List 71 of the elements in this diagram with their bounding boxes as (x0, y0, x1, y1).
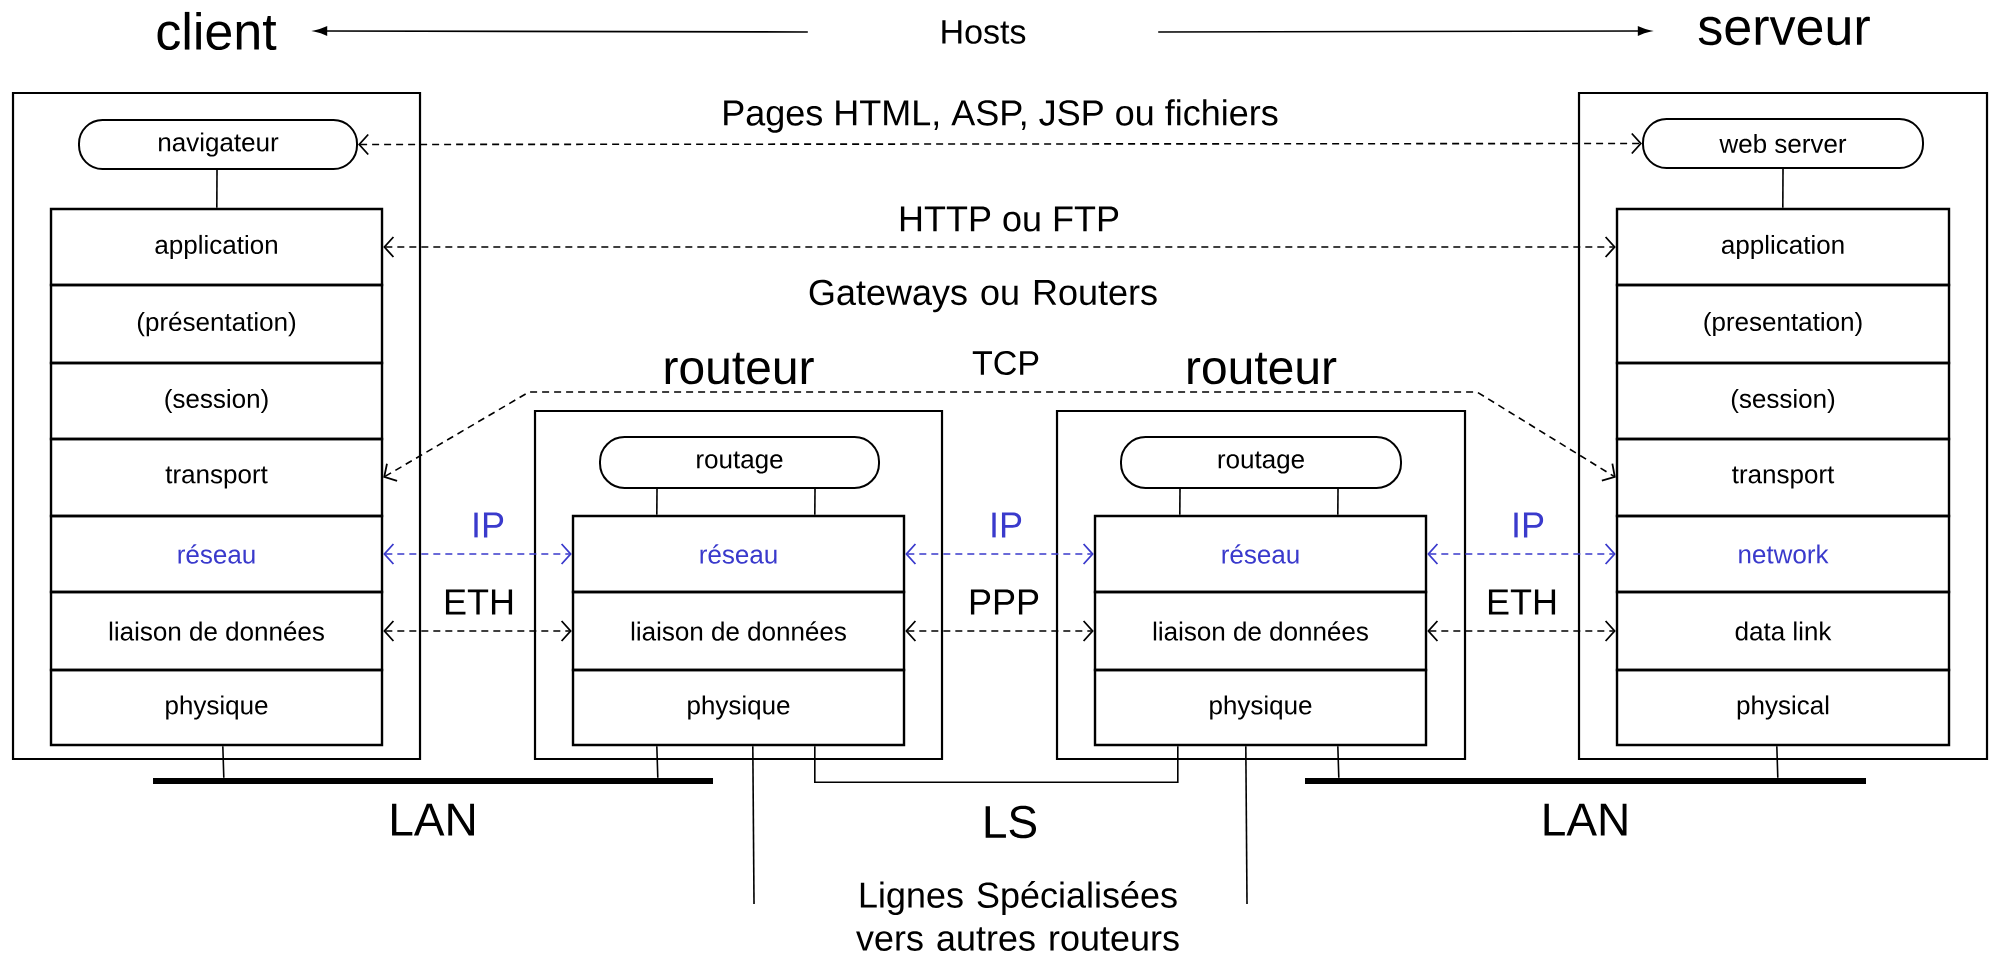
edge-label: PPP (970, 589, 1039, 615)
dashed-arrow (1427, 543, 1616, 565)
layer-box: (session) (1615, 361, 1951, 441)
rounded-box: routage (1120, 436, 1402, 489)
host-box (11, 91, 422, 761)
layer-box: réseau (1093, 514, 1428, 594)
layer-box: application (49, 207, 384, 287)
connector-line (1337, 745, 1340, 779)
edge-label: ETH (1488, 589, 1556, 615)
annotation-text: Gateways ou Routers (809, 279, 1157, 313)
edge-label: IP (992, 512, 1022, 538)
layer-box: transport (1615, 437, 1951, 518)
host-box (1577, 91, 1989, 761)
connector-line (1776, 745, 1779, 779)
connector-line (814, 745, 1179, 783)
arrow (314, 26, 809, 36)
connector-line (1245, 745, 1248, 905)
edge-label: IP (1514, 512, 1544, 538)
rounded-box: navigateur (78, 119, 358, 170)
layer-box: (présentation) (49, 283, 384, 365)
connector-line (222, 745, 225, 779)
node-label: routeur (665, 352, 814, 385)
connector-line (752, 745, 755, 905)
dashed-arrow (383, 620, 572, 642)
heading-text: Hosts (942, 20, 1026, 44)
connector-line (216, 169, 218, 209)
heading-text: serveur (1698, 16, 1870, 46)
layer-box: application (1615, 207, 1951, 287)
node-label: LAN (392, 803, 474, 836)
layer-box: transport (49, 437, 384, 518)
connector-line (1782, 168, 1784, 209)
layer-box: (session) (49, 361, 384, 441)
dashed-arrow (383, 236, 1616, 258)
connector-line (1337, 488, 1339, 516)
layer-box: liaison de données (571, 590, 906, 672)
connector-line (656, 488, 658, 516)
dashed-arrow (905, 543, 1094, 565)
layer-box: réseau (49, 514, 384, 594)
lan-bar: LAN (153, 778, 713, 836)
dashed-arrow (1427, 620, 1616, 642)
rounded-box: web server (1642, 118, 1924, 169)
layer-box: physique (571, 668, 906, 747)
connector-line (814, 488, 816, 516)
lan-bar: LAN (1305, 778, 1866, 836)
connector-line (656, 745, 659, 779)
node-label: routeur (1188, 352, 1337, 385)
connector-line (1179, 488, 1181, 516)
layer-box: physical (1615, 668, 1951, 747)
heading-text: client (157, 11, 277, 51)
node-label: LAN (1544, 803, 1627, 836)
layer-box: data link (1615, 590, 1951, 672)
edge-label: HTTP ou FTP (900, 206, 1119, 232)
dashed-arrow (905, 620, 1094, 642)
layer-box: physique (49, 668, 384, 747)
annotation-text: Lignes Spécialisées vers autres routeurs (856, 881, 1179, 951)
layer-box: liaison de données (1093, 590, 1428, 672)
layer-box: liaison de données (49, 590, 384, 672)
arrow (1157, 26, 1651, 36)
layer-box: network (1615, 514, 1951, 594)
edge-label: TCP (972, 350, 1039, 376)
rounded-box: routage (599, 436, 880, 489)
dashed-arrow (383, 543, 572, 565)
dashed-arrow (383, 391, 1616, 482)
edge-label: LS (985, 805, 1037, 839)
edge-label: ETH (445, 589, 513, 615)
layer-box: (presentation) (1615, 283, 1951, 365)
edge-label: IP (474, 512, 504, 538)
dashed-arrow (358, 132, 1642, 156)
layer-box: physique (1093, 668, 1428, 747)
layer-box: réseau (571, 514, 906, 594)
edge-label: Pages HTML, ASP, JSP ou fichiers (724, 99, 1278, 133)
